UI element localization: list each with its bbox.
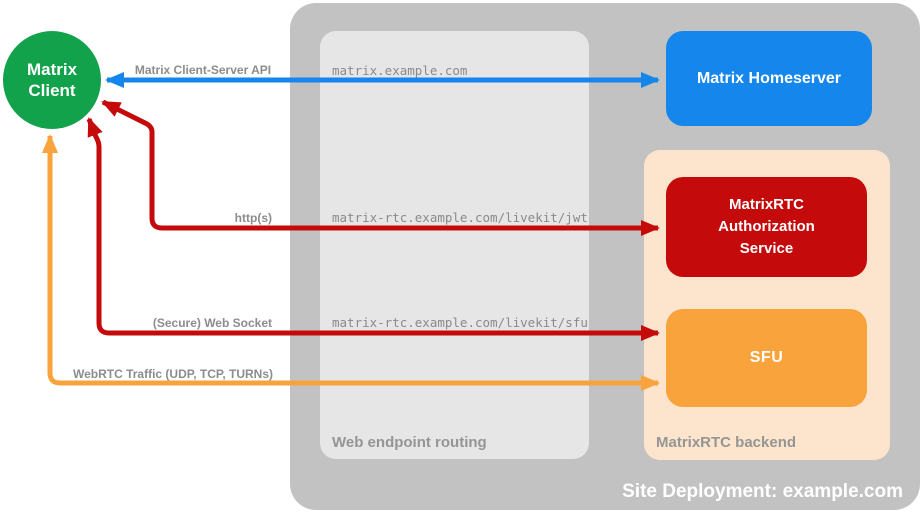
- endpoint-livekit-sfu: matrix-rtc.example.com/livekit/sfu: [332, 315, 588, 330]
- endpoint-matrix-example-com: matrix.example.com: [332, 63, 468, 78]
- matrix-homeserver-label: Matrix Homeserver: [696, 69, 842, 87]
- client-server-api-arrow-label: Matrix Client-Server API: [134, 63, 272, 77]
- https-arrow-label: http(s): [234, 211, 272, 225]
- sfu-node: SFU: [666, 309, 867, 407]
- matrix-client-label: Matrix Client: [26, 59, 78, 100]
- matrixrtc-authorization-service-node: MatrixRTC Authorization Service: [666, 177, 867, 277]
- deployment-title: Site Deployment: example.com: [622, 481, 903, 502]
- matrixrtc-authorization-service-label: MatrixRTC Authorization Service: [718, 196, 815, 257]
- matrix-client-node: Matrix Client: [3, 31, 101, 129]
- matrixrtc-backend-label: MatrixRTC backend: [656, 434, 797, 451]
- matrix-homeserver-node: Matrix Homeserver: [666, 31, 872, 126]
- webrtc-traffic-arrow-label: WebRTC Traffic (UDP, TCP, TURNs): [72, 367, 273, 381]
- web-endpoint-routing-label: Web endpoint routing: [332, 434, 487, 451]
- sfu-label: SFU: [749, 349, 784, 366]
- endpoint-livekit-jwt: matrix-rtc.example.com/livekit/jwt: [332, 210, 588, 225]
- websocket-arrow-label: (Secure) Web Socket: [152, 316, 272, 330]
- web-endpoint-routing-box: [320, 31, 589, 459]
